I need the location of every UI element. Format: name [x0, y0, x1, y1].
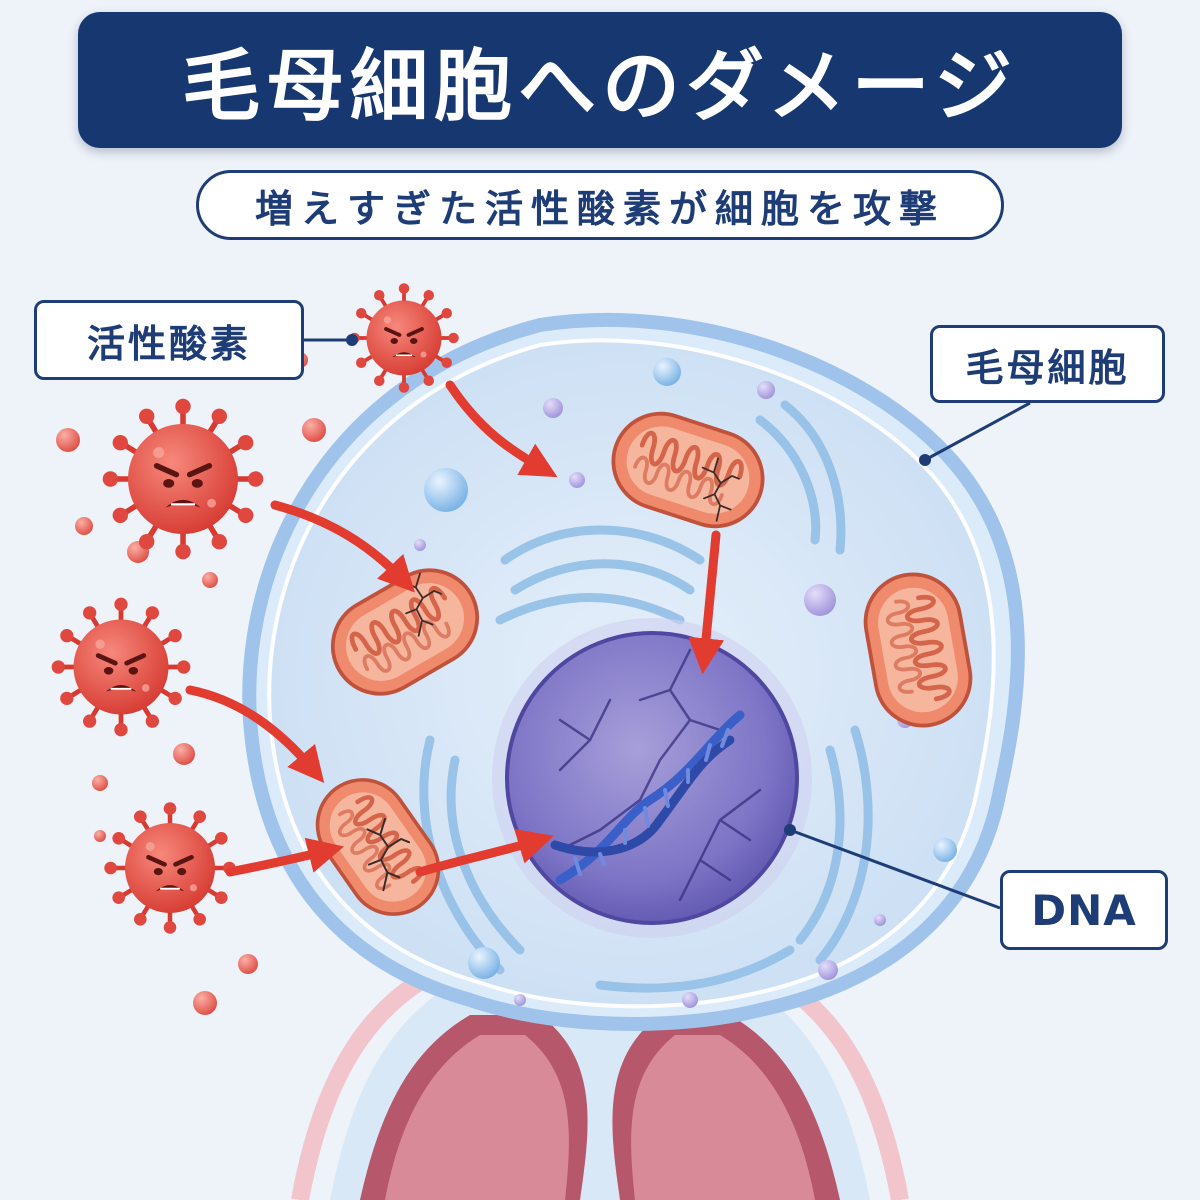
label-dna: DNA	[1000, 870, 1168, 950]
attack-arrows	[185, 380, 725, 877]
ros-virus-3	[52, 598, 191, 737]
page-title: 毛母細胞へのダメージ	[78, 12, 1122, 148]
subtitle: 増えすぎた活性酸素が細胞を攻撃	[196, 170, 1004, 240]
arrow-ros-to-mito-bottom	[225, 837, 344, 877]
arrow-ros-to-mito-lower	[185, 685, 325, 784]
ros-virus-4	[104, 802, 235, 933]
nucleus	[492, 618, 812, 938]
endoplasmic-reticulum	[419, 400, 873, 993]
ros-virus-2	[103, 399, 264, 560]
leader-lines	[304, 338, 1031, 910]
arrow-ros-to-cell	[445, 380, 558, 478]
leader-dots	[346, 334, 931, 836]
arrow-mito-to-dna	[415, 828, 554, 877]
follicle-root	[291, 961, 909, 1200]
dna-helix-icon	[550, 710, 745, 885]
arrow-mito-to-nucleus	[688, 530, 725, 675]
ros-particles	[56, 352, 326, 1015]
label-ros: 活性酸素	[34, 300, 304, 380]
arrow-ros-to-mito-upper	[270, 500, 415, 593]
label-hair-cell: 毛母細胞	[930, 325, 1165, 403]
vesicles	[414, 358, 957, 1008]
